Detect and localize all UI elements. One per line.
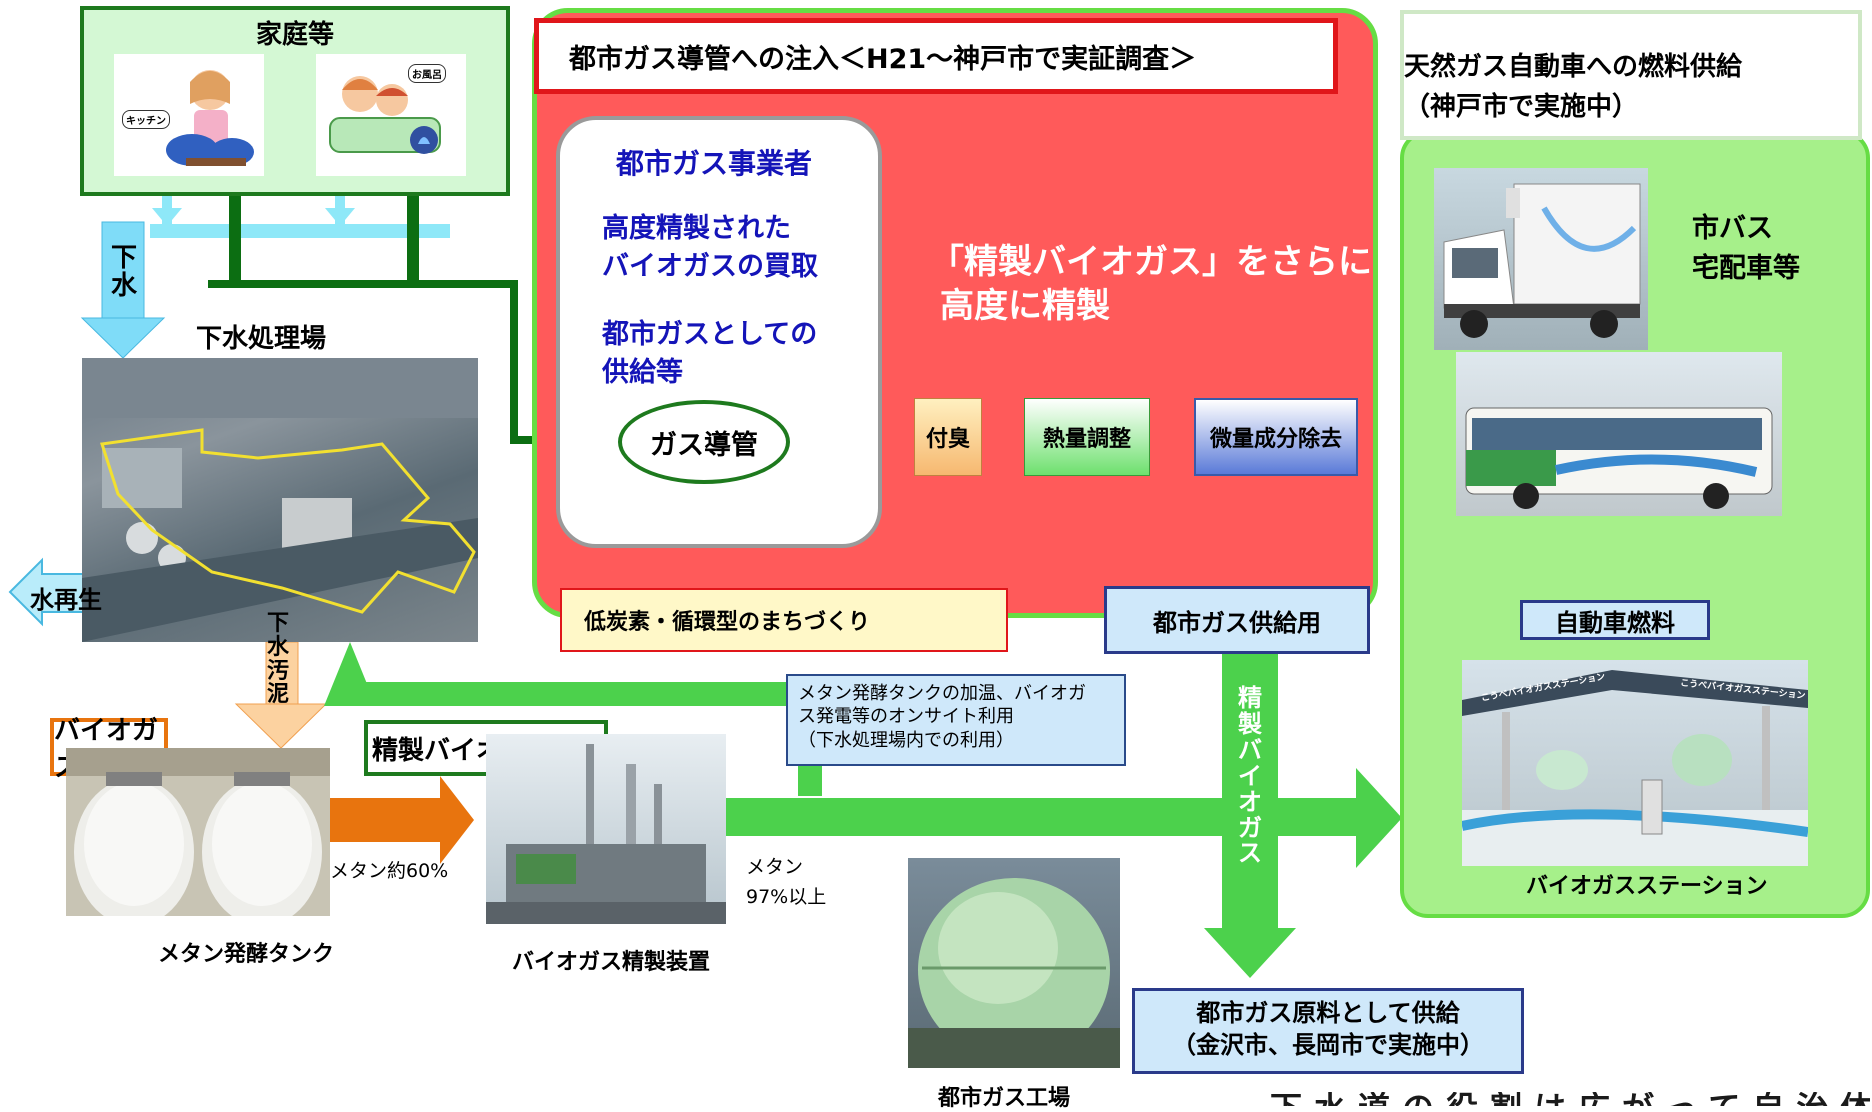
lowcarbon-box: 低炭素・循環型のまちづくり [560,588,1008,652]
operator-item1-line2: バイオガスの買取 [602,251,818,282]
water-supply-bar [150,224,450,238]
plant-label: 下水処理場 [196,324,327,354]
station-label: バイオガスステーション [1526,874,1768,899]
step-odorization: 付臭 [914,398,982,476]
refined-biogas-vertical: 精製バイオガス [1238,684,1262,868]
step-heat-adjust: 熱量調整 [1024,398,1150,476]
raw-material-line1: 都市ガス原料として供給 [1196,999,1460,1027]
sewage-plant-photo [82,358,478,642]
gas-holder-photo [908,858,1120,1068]
digester-photo [66,748,330,916]
biogas-shaft [322,798,444,842]
ngv-title-box [1400,10,1862,140]
operator-item1-line1: 高度精製された [602,213,791,244]
gas-riser-1 [229,190,241,288]
biogas-head [440,776,474,864]
injection-title: 都市ガス導管への注入＜H21～神戸市で実証調査＞ [534,18,1338,94]
operator-title: 都市ガス事業者 [616,147,813,180]
vehicle-bus-label: 市バス [1692,213,1773,244]
ngv-title: 天然ガス自動車への燃料供給 [1404,52,1743,82]
return-head [324,642,376,706]
bath-illustration: お風呂 [316,54,466,176]
sewage-head [80,317,166,359]
ngv-subtitle: （神戸市で実施中） [1404,92,1639,122]
refinery-label: バイオガス精製装置 [512,950,711,975]
headline-line2: 高度に精製 [940,286,1110,326]
water-drop-1-head [152,208,182,226]
onsite-note-line3: （下水処理場内での利用） [798,729,1014,751]
kitchen-label: キッチン [122,110,170,129]
sludge-shaft [265,641,299,709]
reclaimed-water-label: 水再生 [30,586,102,614]
sludge-label: 下水汚泥 [266,611,289,708]
sludge-head [234,703,328,749]
headline-line1: 「精製バイオガス」をさらに [930,242,1372,282]
step-trace-removal: 微量成分除去 [1194,398,1358,476]
city-bus-photo [1456,352,1782,516]
water-drop-2-head [325,208,355,226]
main-flow-head [1356,768,1402,868]
tank-label: メタン発酵タンク [158,942,335,967]
delivery-truck-photo [1434,168,1648,350]
methane-ratio: メタン約60% [330,860,449,882]
onsite-note-line2: ス発電等のオンサイト利用 [798,706,1014,728]
sewage-shaft [101,221,145,323]
operator-item2-line1: 都市ガスとしての [602,319,818,350]
refined-methane-line2: 97%以上 [746,886,827,908]
vehicle-delivery-label: 宅配車等 [1692,253,1800,284]
kitchen-illustration: キッチン [114,54,264,176]
sewage-inflow-label: 下水 [110,243,137,302]
city-gas-supply-label: 都市ガス供給用 [1104,586,1370,654]
bottom-cut-text: 下水道の役割は広がって自治体との連携を [1270,1092,1870,1106]
operator-item2-line2: 供給等 [602,357,683,388]
raw-material-box: 都市ガス原料として供給 （金沢市、長岡市で実施中） [1132,988,1524,1074]
bath-label: お風呂 [408,64,446,83]
refinery-photo [486,734,726,924]
household-box: 家庭等 キッチン お風呂 [80,6,510,196]
pipeline-ellipse: ガス導管 [618,400,790,484]
biogas-station-photo: こうべバイオガスステーション こうべバイオガスステーション [1462,660,1808,866]
refined-methane-line1: メタン [746,856,804,878]
household-title: 家庭等 [255,20,334,50]
onsite-note: メタン発酵タンクの加温、バイオガ ス発電等のオンサイト利用 （下水処理場内での利… [786,674,1126,766]
onsite-note-line1: メタン発酵タンクの加温、バイオガ [798,683,1086,704]
gas-riser-2 [407,190,419,288]
gas-works-label: 都市ガス工場 [938,1086,1071,1111]
raw-material-line2: （金沢市、長岡市で実施中） [1172,1031,1484,1060]
vertical-flow-down [1204,928,1296,978]
vehicle-fuel-label: 自動車燃料 [1520,600,1710,640]
